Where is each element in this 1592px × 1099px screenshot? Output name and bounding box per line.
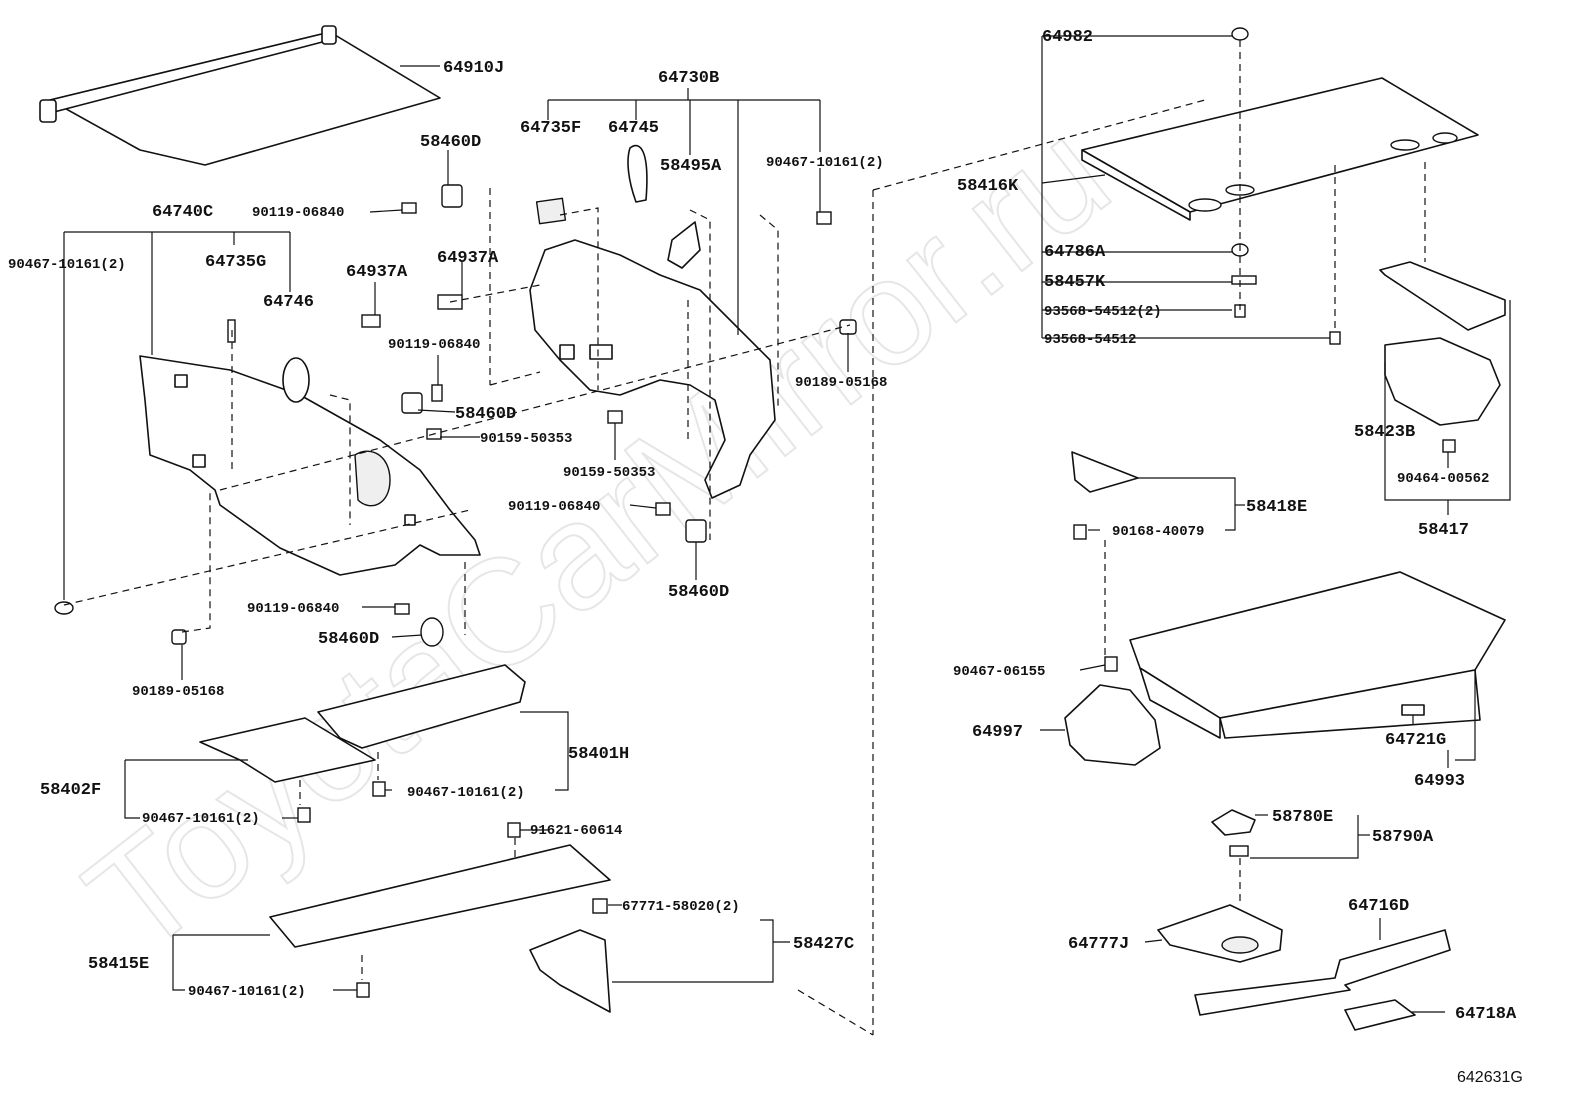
watermark-text: ToyotaCarMirror.ru (56, 88, 1138, 985)
label-58423B: 58423B (1354, 423, 1415, 442)
label-58427C: 58427C (793, 935, 854, 954)
label-58457K: 58457K (1044, 273, 1106, 292)
diagram-id: 642631G (1457, 1069, 1523, 1086)
label-90119-06840-a: 90119-06840 (252, 205, 344, 221)
label-64740C: 64740C (152, 203, 213, 222)
side-trim-64730B (529, 144, 857, 543)
lower-right-parts (1157, 809, 1451, 1031)
label-93568-54512: 93568-54512 (1044, 332, 1136, 348)
label-91621-60614: 91621-60614 (530, 823, 622, 839)
label-64982: 64982 (1042, 28, 1093, 47)
deck-board-58416K (1081, 27, 1479, 345)
holder-64997 (1064, 656, 1161, 766)
label-58460D-a: 58460D (420, 133, 481, 152)
label-90119-06840-c: 90119-06840 (247, 601, 339, 617)
label-64735F: 64735F (520, 119, 581, 138)
side-trim-64740C (139, 355, 481, 576)
label-58416K: 58416K (957, 177, 1019, 196)
label-58417: 58417 (1418, 521, 1469, 540)
label-64777J: 64777J (1068, 935, 1129, 954)
label-67771-58020: 67771-58020(2) (622, 899, 740, 915)
label-64997: 64997 (972, 723, 1023, 742)
label-64718A: 64718A (1455, 1005, 1517, 1024)
label-58402F: 58402F (40, 781, 101, 800)
label-90119-06840-b: 90119-06840 (388, 337, 480, 353)
label-90467-10161-left: 90467-10161(2) (8, 257, 126, 273)
label-64716D: 64716D (1348, 897, 1409, 916)
label-64993: 64993 (1414, 772, 1465, 791)
dashed-guides (63, 40, 1426, 1036)
label-90467-10161-mid: 90467-10161(2) (766, 155, 884, 171)
tray-58417 (1379, 261, 1506, 453)
label-90467-10161-c: 90467-10161(2) (188, 984, 306, 1000)
label-64937A-a: 64937A (346, 263, 408, 282)
floor-mats (199, 664, 611, 1013)
tonneau-cover-64910J (39, 25, 441, 166)
label-90159-50353-b: 90159-50353 (563, 465, 655, 481)
label-90467-06155: 90467-06155 (953, 664, 1045, 680)
label-64745: 64745 (608, 119, 659, 138)
label-58460D-b: 58460D (455, 405, 516, 424)
label-58790A: 58790A (1372, 828, 1434, 847)
label-58460D-c: 58460D (318, 630, 379, 649)
label-64721G: 64721G (1385, 731, 1446, 750)
label-58401H: 58401H (568, 745, 629, 764)
label-58780E: 58780E (1272, 808, 1333, 827)
label-58460D-d: 58460D (668, 583, 729, 602)
label-64730B: 64730B (658, 69, 719, 88)
label-58415E: 58415E (88, 955, 149, 974)
label-64786A: 64786A (1044, 243, 1106, 262)
leader-lines (63, 35, 1511, 1013)
bracket-58418E (1071, 451, 1139, 540)
label-90464-00562: 90464-00562 (1397, 471, 1489, 487)
label-64937A-b: 64937A (437, 249, 499, 268)
label-90119-06840-d: 90119-06840 (508, 499, 600, 515)
label-64746: 64746 (263, 293, 314, 312)
label-64910J: 64910J (443, 59, 504, 78)
label-90467-10161-b: 90467-10161(2) (407, 785, 525, 801)
label-90189-05168-a: 90189-05168 (132, 684, 224, 700)
luggage-box-64993 (1129, 571, 1506, 739)
label-58495A: 58495A (660, 157, 722, 176)
label-90168-40079: 90168-40079 (1112, 524, 1204, 540)
label-93568-54512-2: 93568-54512(2) (1044, 304, 1162, 320)
label-58418E: 58418E (1246, 498, 1307, 517)
label-90467-10161-a: 90467-10161(2) (142, 811, 260, 827)
label-90189-05168-b: 90189-05168 (795, 375, 887, 391)
label-90159-50353-a: 90159-50353 (480, 431, 572, 447)
part-labels: 64910J 58460D 90119-06840 64740C 90467-1… (8, 28, 1523, 1086)
label-64735G: 64735G (205, 253, 266, 272)
